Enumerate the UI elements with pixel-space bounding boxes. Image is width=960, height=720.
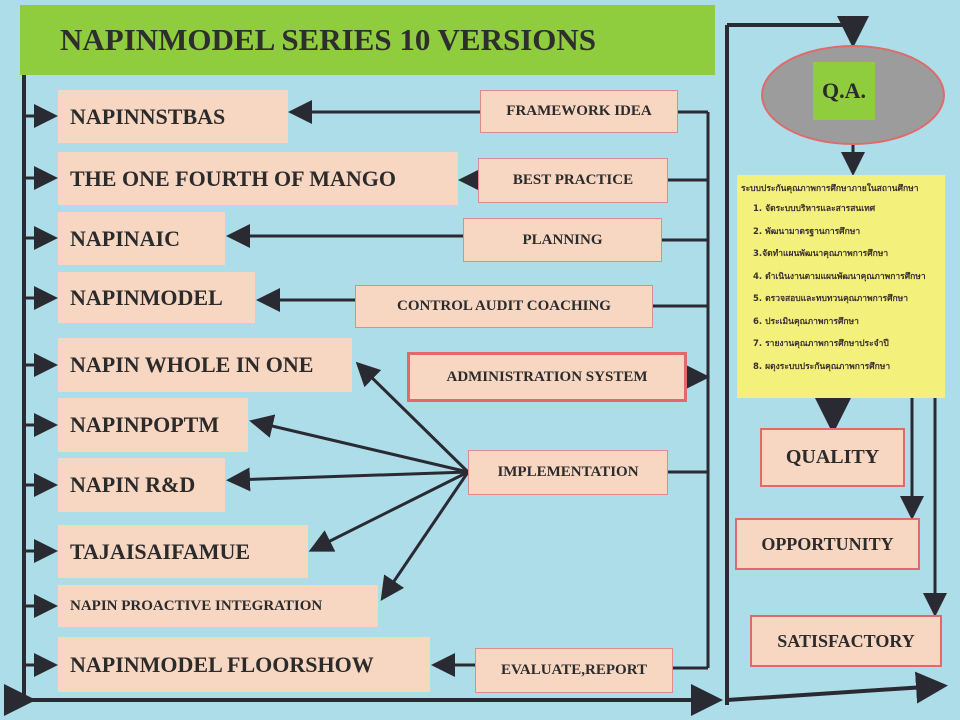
qa-step: 6. ประเมินคุณภาพการศึกษา — [753, 316, 859, 327]
version-napinmodel: NAPINMODEL — [58, 272, 255, 323]
version-tajaisaifamue: TAJAISAIFAMUE — [58, 525, 308, 578]
version-napinmodel-floorshow: NAPINMODEL FLOORSHOW — [58, 637, 430, 692]
qa-label: Q.A. — [813, 62, 875, 120]
qa-system-box: ระบบประกันคุณภาพการศึกษาภายในสถานศึกษา 1… — [737, 175, 945, 398]
version-napinnstbas: NAPINNSTBAS — [58, 90, 288, 143]
qa-step: 8. ผดุงระบบประกันคุณภาพการศึกษา — [753, 361, 891, 372]
qa-system-title: ระบบประกันคุณภาพการศึกษาภายในสถานศึกษา — [741, 184, 919, 194]
qa-step: 7. รายงานคุณภาพการศึกษาประจำปี — [753, 339, 889, 349]
qa-step: 4. ดำเนินงานตามแผนพัฒนาคุณภาพการศึกษา — [753, 271, 926, 282]
outcome-quality: QUALITY — [760, 428, 905, 487]
qa-step: 2. พัฒนามาตรฐานการศึกษา — [753, 226, 861, 237]
process-planning: PLANNING — [463, 218, 662, 262]
process-framework-idea: FRAMEWORK IDEA — [480, 90, 678, 133]
process-best-practice: BEST PRACTICE — [478, 158, 668, 203]
process-control-audit-coaching: CONTROL AUDIT COACHING — [355, 285, 653, 328]
process-evaluate-report: EVALUATE,REPORT — [475, 648, 673, 693]
version-napin-rnd: NAPIN R&D — [58, 458, 225, 512]
version-napinpoptm: NAPINPOPTM — [58, 398, 248, 452]
version-napinaic: NAPINAIC — [58, 212, 225, 265]
qa-step: 1. จัดระบบบริหารและสารสนเทศ — [753, 204, 876, 214]
outcome-opportunity: OPPORTUNITY — [735, 518, 920, 570]
process-implementation: IMPLEMENTATION — [468, 450, 668, 495]
qa-ellipse — [761, 45, 945, 145]
process-administration-system: ADMINISTRATION SYSTEM — [407, 352, 687, 402]
diagram-title: NAPINMODEL SERIES 10 VERSIONS — [20, 5, 715, 75]
qa-step: 3.จัดทำแผนพัฒนาคุณภาพการศึกษา — [753, 249, 889, 259]
version-one-fourth-of-mango: THE ONE FOURTH OF MANGO — [58, 152, 458, 205]
version-napin-proactive-integration: NAPIN PROACTIVE INTEGRATION — [58, 585, 378, 627]
outcome-satisfactory: SATISFACTORY — [750, 615, 942, 667]
qa-step: 5. ตรวจสอบและทบทวนคุณภาพการศึกษา — [753, 294, 909, 304]
version-napin-whole-in-one: NAPIN WHOLE IN ONE — [58, 338, 352, 392]
